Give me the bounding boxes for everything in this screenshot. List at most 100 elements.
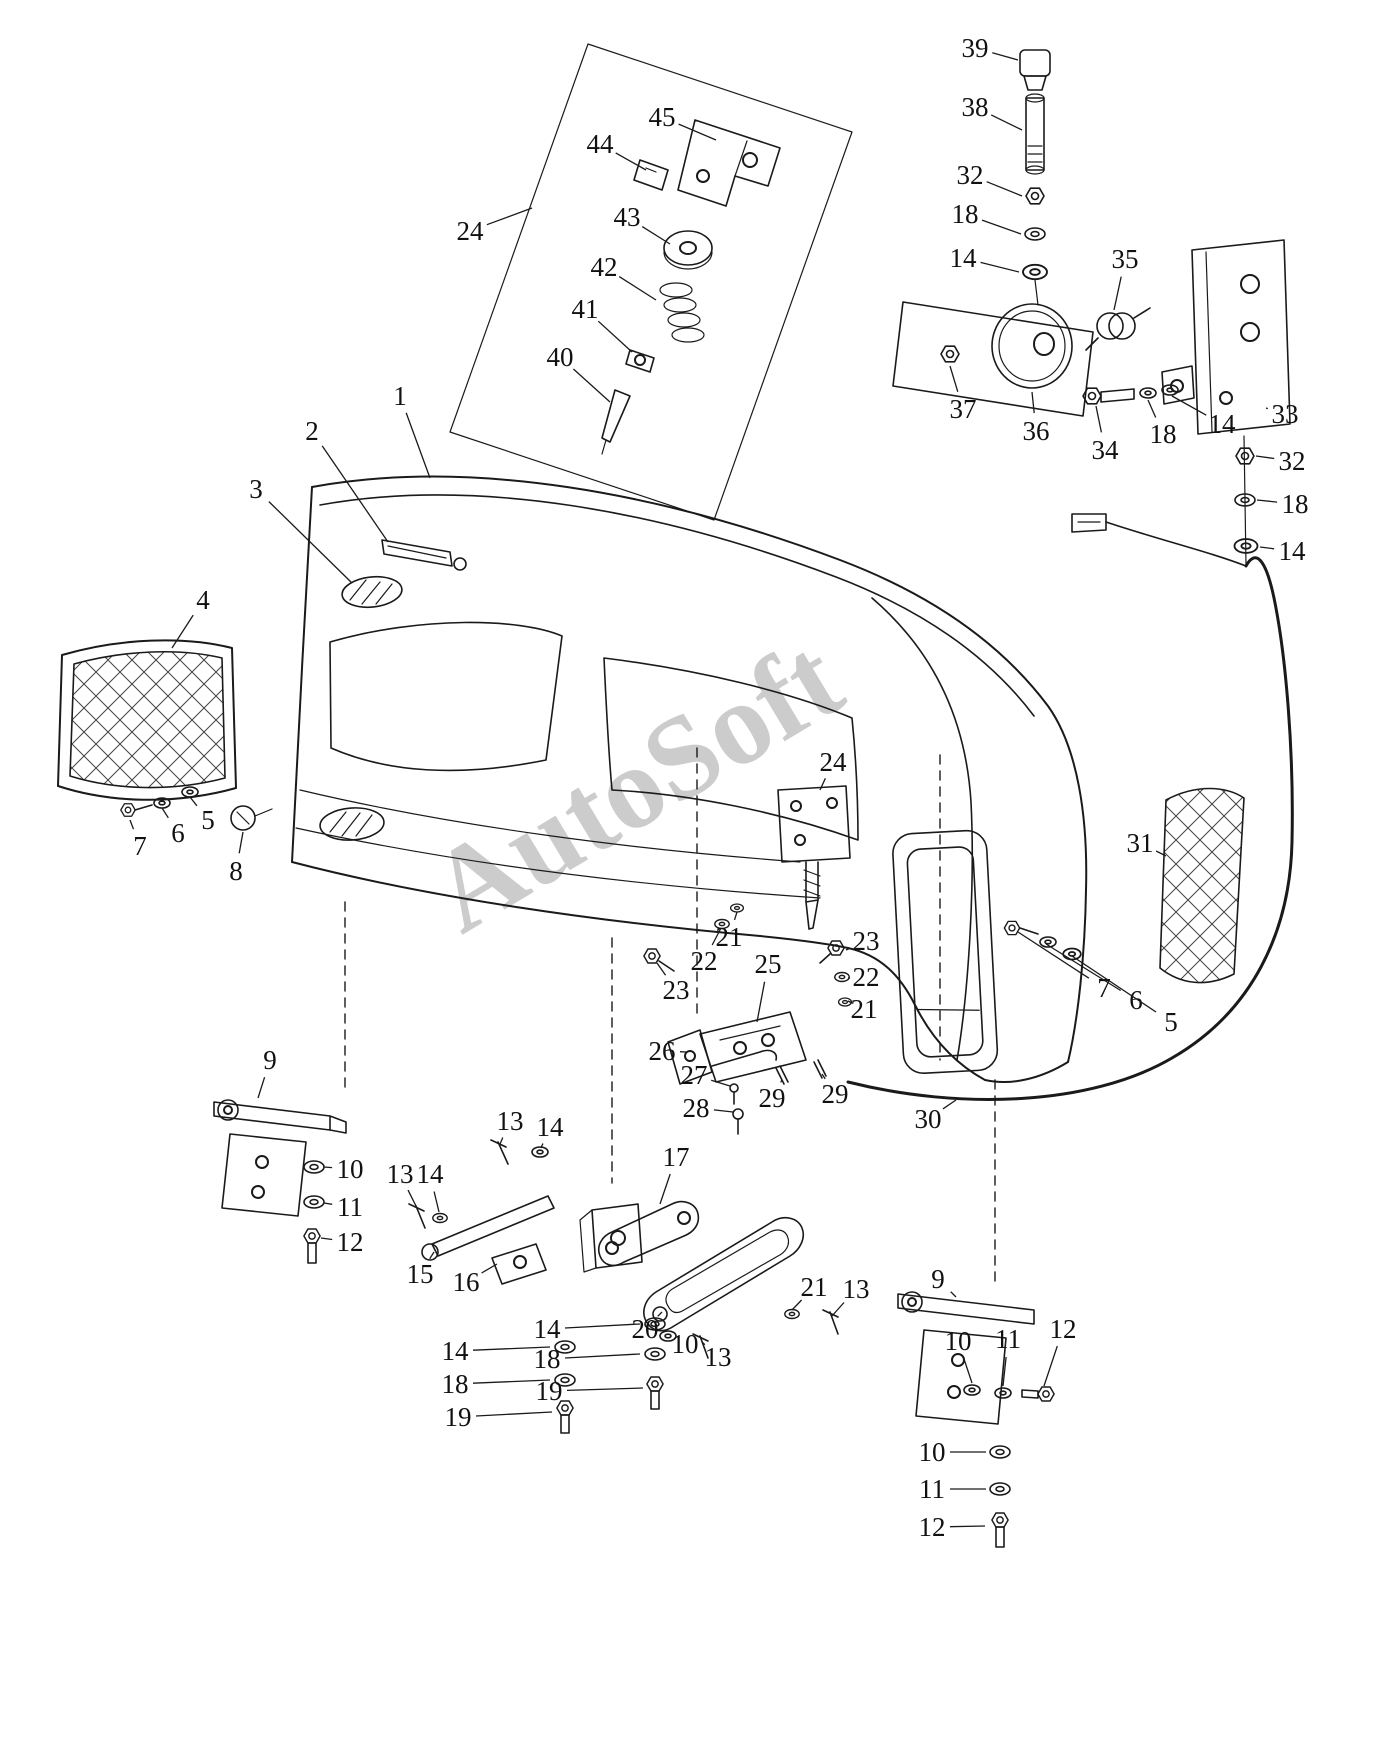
callout-leader-13 <box>831 1302 845 1317</box>
callout-7: 7 <box>133 831 147 861</box>
callout-36: 36 <box>1023 416 1050 446</box>
callout-leader-2 <box>321 445 389 543</box>
callout-19: 19 <box>445 1402 472 1432</box>
spring-42 <box>659 282 705 343</box>
washer-14-left <box>432 1212 448 1224</box>
cable-30 <box>846 556 1294 1101</box>
washer-18 <box>1024 227 1046 241</box>
callout-18: 18 <box>1282 489 1309 519</box>
clevis-pin-13-top <box>490 1139 509 1165</box>
callout-leader-18 <box>472 1379 551 1384</box>
pin-13-arm-right <box>822 1309 839 1335</box>
callout-17: 17 <box>663 1142 690 1172</box>
callout-leader-7 <box>1017 931 1090 979</box>
detail-box-24 <box>449 43 853 521</box>
callout-leader-43 <box>641 226 671 245</box>
callout-leader-27 <box>711 1079 731 1087</box>
callout-leader-4 <box>171 614 194 649</box>
callout-18: 18 <box>442 1369 469 1399</box>
latch-assembly <box>643 903 853 1135</box>
construction-lines <box>344 747 996 1287</box>
bracket-45 <box>677 119 781 207</box>
watermark: AutoSoft <box>407 612 862 957</box>
callout-leader-25 <box>756 981 766 1023</box>
callout-leader-24 <box>486 207 533 226</box>
callout-leader-11 <box>1002 1356 1007 1387</box>
callout-leader-39 <box>992 52 1019 61</box>
block-44 <box>633 159 669 191</box>
callout-leader-1 <box>405 412 431 479</box>
callout-44: 44 <box>587 129 615 159</box>
pins-29 <box>775 1059 827 1085</box>
cable-control-assembly <box>892 49 1291 567</box>
callout-32: 32 <box>957 160 984 190</box>
latch-25 <box>699 1011 807 1083</box>
callout-leader-23 <box>845 947 850 951</box>
callout-leader-33 <box>1265 407 1269 410</box>
callout-34: 34 <box>1092 435 1120 465</box>
callout-leader-23 <box>656 962 667 976</box>
callout-40: 40 <box>547 342 574 372</box>
callout-leader-32 <box>986 181 1023 197</box>
callout-9: 9 <box>931 1264 945 1294</box>
callout-leader-21 <box>733 911 738 921</box>
callout-leader-13 <box>499 1137 504 1145</box>
callout-leader-6 <box>161 807 169 819</box>
hinge-left <box>213 1099 347 1264</box>
washer-14b <box>1161 384 1179 396</box>
callout-13: 13 <box>497 1106 524 1136</box>
hood-vent-oval-3 <box>341 575 403 609</box>
callout-leader-14 <box>472 1346 551 1351</box>
nut-32b <box>1235 447 1255 465</box>
callout-14: 14 <box>537 1112 565 1142</box>
callout-39: 39 <box>962 33 989 63</box>
grille-fasteners-left <box>120 786 199 817</box>
callout-7: 7 <box>1097 973 1111 1003</box>
callout-12: 12 <box>919 1512 946 1542</box>
callout-leader-15 <box>429 1251 435 1260</box>
callout-leader-31 <box>1155 850 1167 857</box>
callout-leader-13 <box>701 1341 706 1346</box>
callout-leader-8 <box>238 831 244 854</box>
callout-leader-28 <box>713 1109 734 1113</box>
callout-leader-29 <box>780 1079 783 1083</box>
callout-leader-9 <box>257 1077 266 1099</box>
bolt-12-left <box>303 1228 321 1264</box>
callout-leader-30 <box>942 1099 957 1110</box>
callout-28: 28 <box>683 1093 710 1123</box>
callout-5: 5 <box>1164 1007 1178 1037</box>
callout-leader-17 <box>659 1173 671 1205</box>
callout-15: 15 <box>407 1259 434 1289</box>
callout-41: 41 <box>572 294 599 324</box>
callout-10: 10 <box>337 1154 364 1184</box>
callout-14: 14 <box>1209 409 1237 439</box>
callout-leader-18 <box>564 1353 641 1359</box>
callout-leader-9 <box>950 1291 957 1298</box>
callout-leader-14 <box>433 1191 440 1213</box>
nut-32 <box>1025 187 1045 205</box>
spring-35 <box>1085 307 1151 351</box>
callout-23: 23 <box>853 926 880 956</box>
callout-24: 24 <box>820 747 848 777</box>
latch-fasteners-right <box>819 940 853 1007</box>
callout-9: 9 <box>263 1045 277 1075</box>
callout-12: 12 <box>1050 1314 1077 1344</box>
bolt-34 <box>1082 387 1135 405</box>
callout-leader-14 <box>980 261 1020 273</box>
bushing-41 <box>625 349 655 373</box>
callout-25: 25 <box>755 949 782 979</box>
bracket-16 <box>491 1243 547 1285</box>
callout-leader-35 <box>1113 276 1122 311</box>
washer-14 <box>1022 263 1048 281</box>
callout-14: 14 <box>950 243 978 273</box>
nut-37 <box>940 345 960 363</box>
stay-rod-assembly <box>408 1139 700 1285</box>
bolt-28 <box>732 1108 744 1135</box>
callout-leader-10 <box>963 1357 973 1384</box>
callout-3: 3 <box>249 474 263 504</box>
cable-upper-line <box>1243 435 1247 566</box>
grille-fasteners-right <box>1003 920 1082 961</box>
callout-leader-12 <box>949 1525 986 1528</box>
callout-leader-5 <box>189 796 198 807</box>
